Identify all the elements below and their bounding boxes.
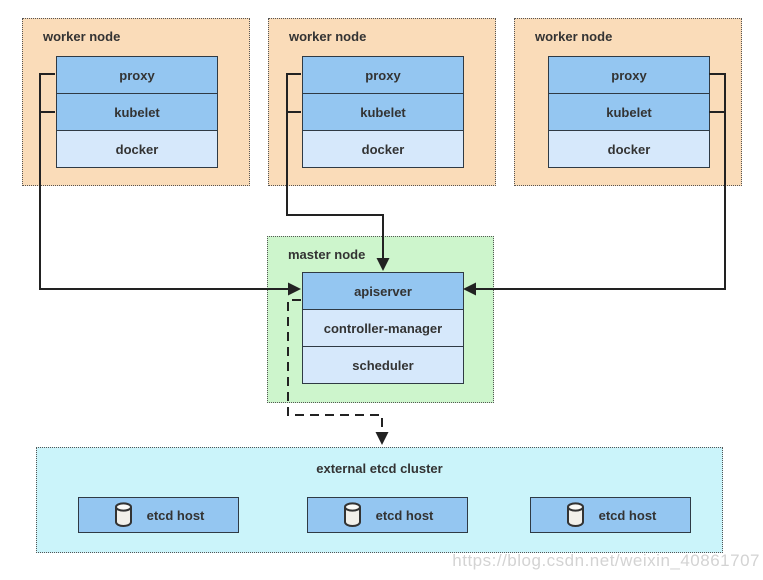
component-apiserver: apiserver	[302, 272, 464, 310]
component-proxy: proxy	[302, 56, 464, 94]
component-proxy: proxy	[548, 56, 710, 94]
external-etcd-cluster: external etcd cluster etcd host etcd hos…	[36, 447, 723, 553]
worker-node-2-components: proxy kubelet docker	[302, 56, 464, 168]
worker-node-3-title: worker node	[535, 29, 613, 44]
etcd-host-3: etcd host	[530, 497, 691, 533]
database-icon	[342, 502, 363, 528]
worker-node-1-title: worker node	[43, 29, 121, 44]
component-docker: docker	[548, 130, 710, 168]
worker-node-1: worker node proxy kubelet docker	[22, 18, 250, 186]
watermark-url: https://blog.csdn.net/weixin_40861707	[452, 551, 760, 570]
component-controller-manager: controller-manager	[302, 309, 464, 347]
component-kubelet: kubelet	[548, 93, 710, 131]
component-docker: docker	[56, 130, 218, 168]
worker-node-2-title: worker node	[289, 29, 367, 44]
etcd-cluster-title: external etcd cluster	[316, 461, 443, 476]
etcd-host-2: etcd host	[307, 497, 468, 533]
etcd-host-1: etcd host	[78, 497, 239, 533]
master-node-title: master node	[288, 247, 366, 262]
worker-node-3-components: proxy kubelet docker	[548, 56, 710, 168]
master-node: master node apiserver controller-manager…	[267, 236, 494, 403]
database-icon	[113, 502, 134, 528]
worker-node-1-components: proxy kubelet docker	[56, 56, 218, 168]
component-docker: docker	[302, 130, 464, 168]
worker-node-3: worker node proxy kubelet docker	[514, 18, 742, 186]
etcd-host-label: etcd host	[146, 507, 205, 523]
component-scheduler: scheduler	[302, 346, 464, 384]
component-proxy: proxy	[56, 56, 218, 94]
worker-node-2: worker node proxy kubelet docker	[268, 18, 496, 186]
master-node-components: apiserver controller-manager scheduler	[302, 272, 464, 384]
component-kubelet: kubelet	[302, 93, 464, 131]
etcd-host-label: etcd host	[375, 507, 434, 523]
database-icon	[565, 502, 586, 528]
component-kubelet: kubelet	[56, 93, 218, 131]
etcd-host-label: etcd host	[598, 507, 657, 523]
